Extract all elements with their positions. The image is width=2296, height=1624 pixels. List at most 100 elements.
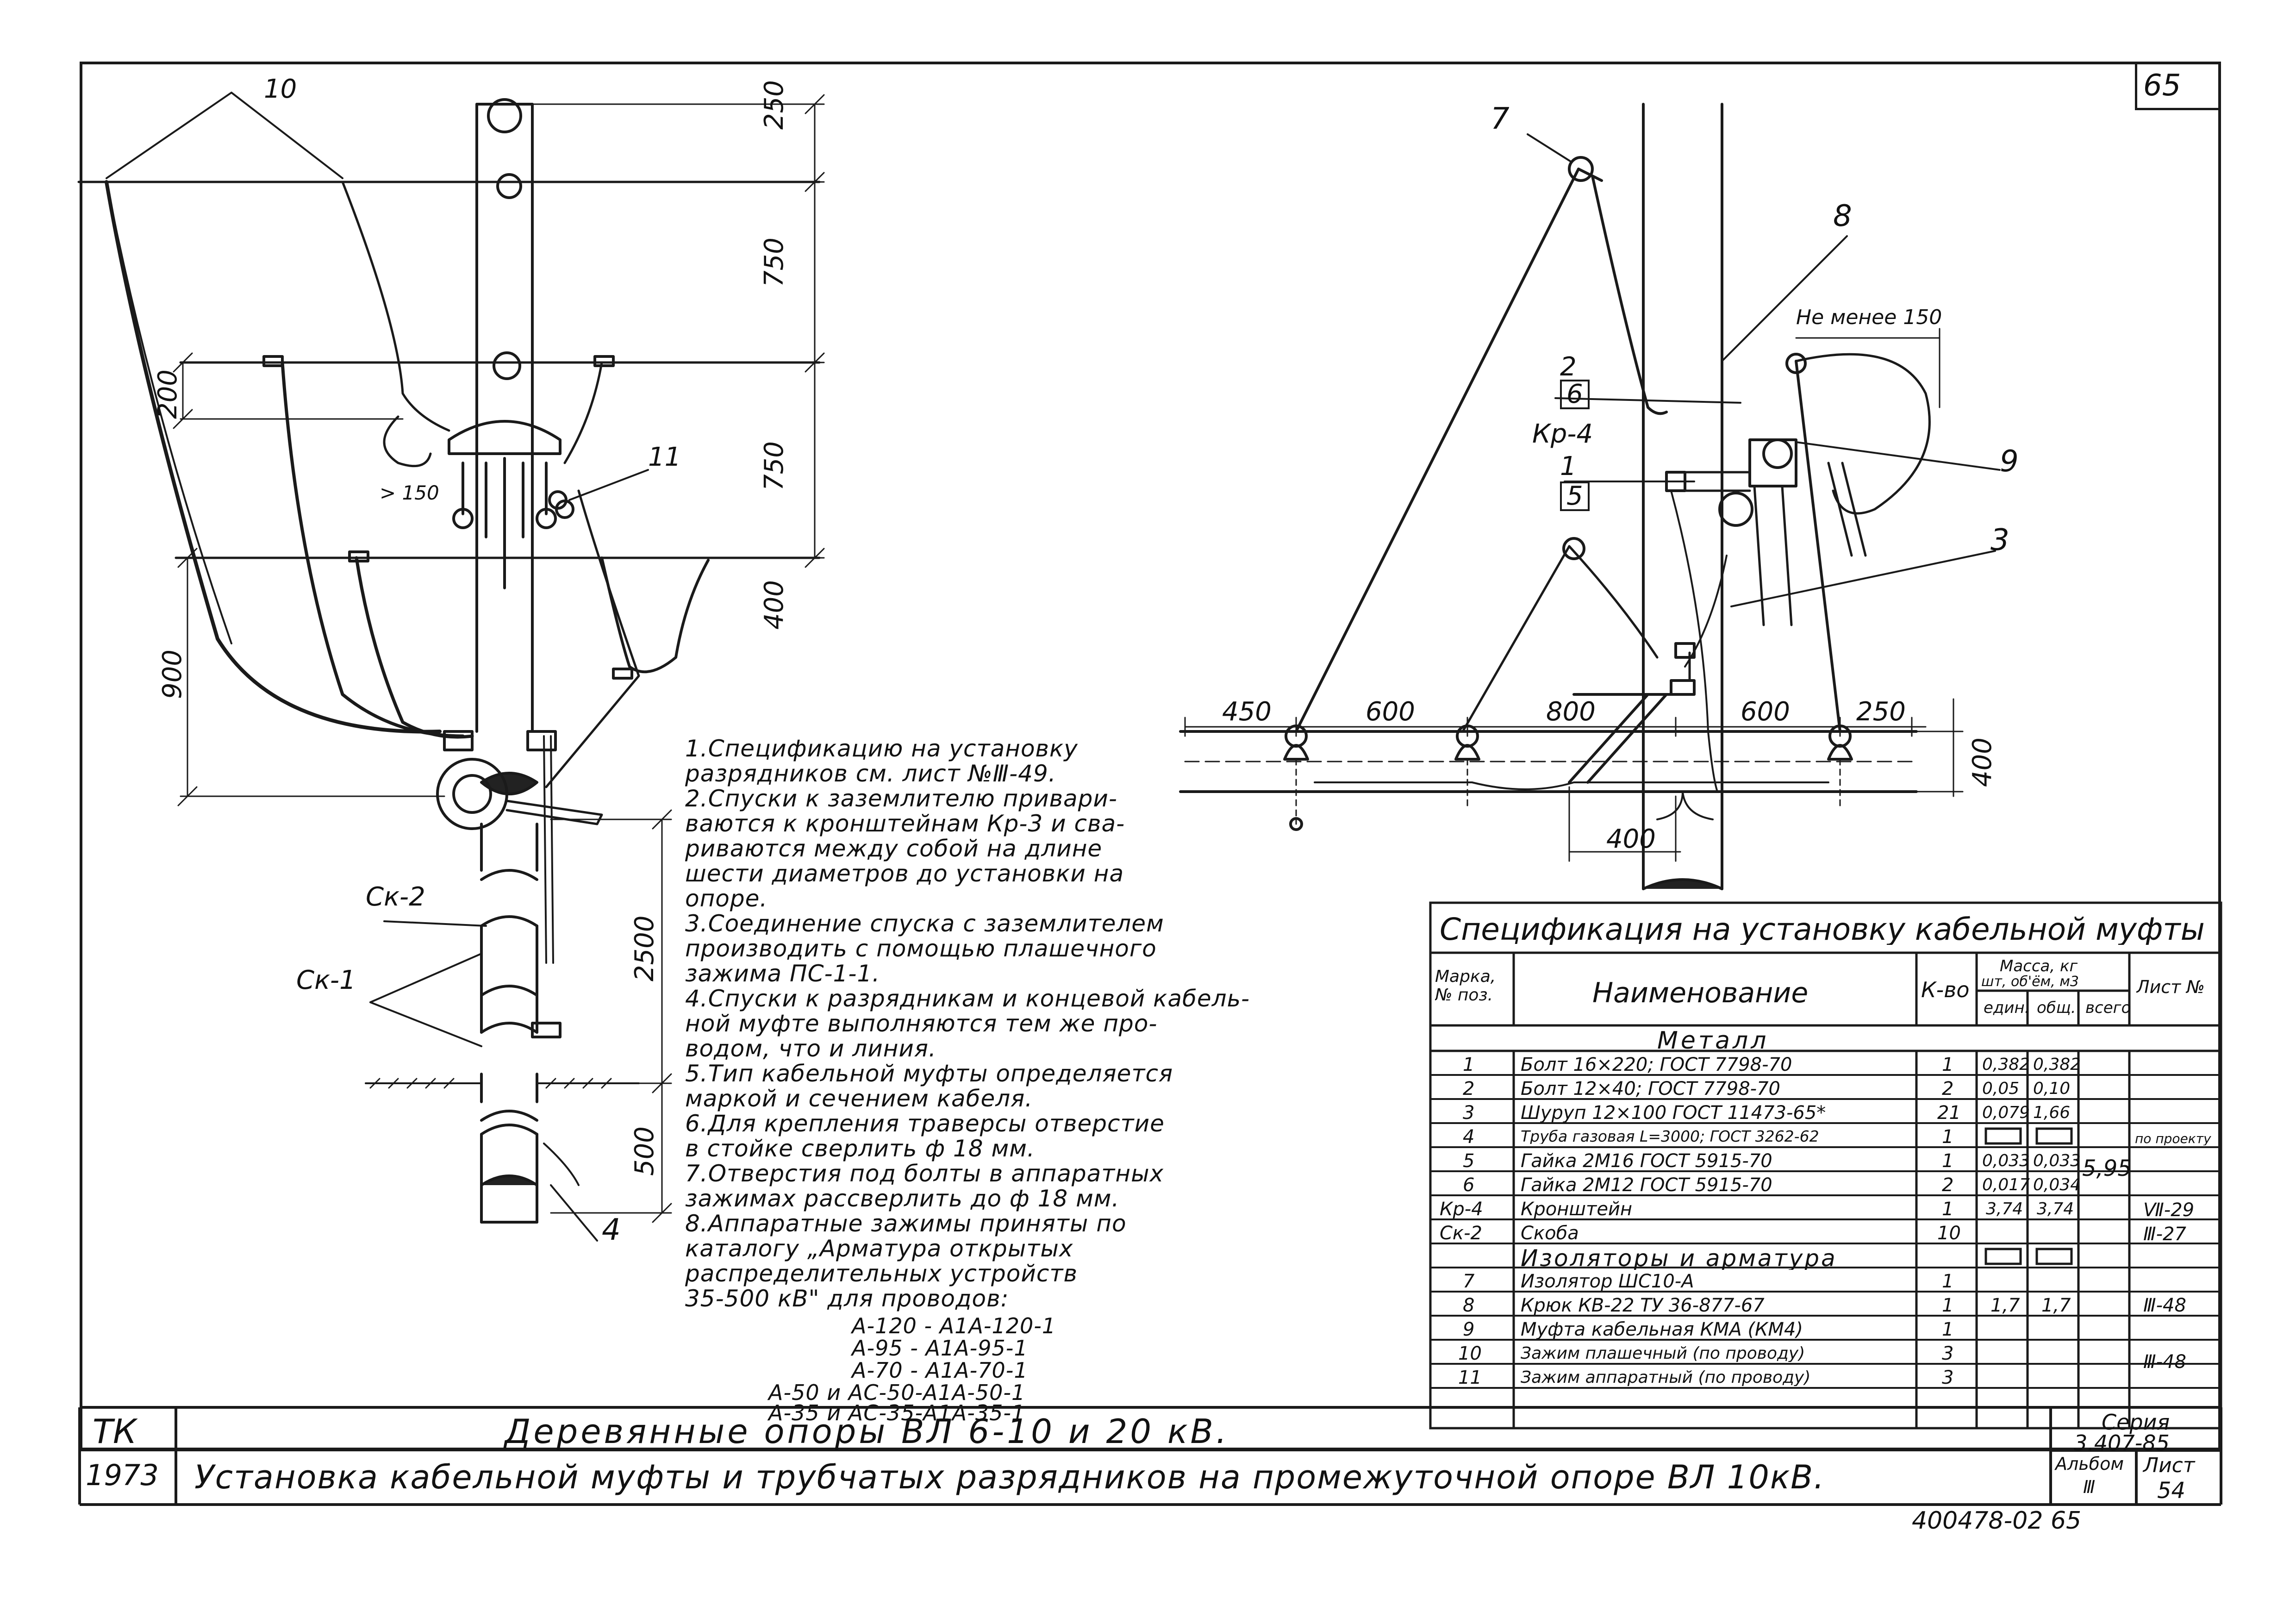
title-org: ТК [93, 1412, 137, 1451]
right-label-2: 2 [1560, 352, 1577, 382]
spec-cell-name: Скоба [1521, 1224, 1579, 1243]
spec-header-mass-sub: шт, об'ём, м3 [1981, 975, 2079, 989]
spec-header-unit: един. [1984, 1000, 2030, 1016]
title-series-label: Серия [2102, 1410, 2170, 1435]
spec-cell-total: 0,033 [2033, 1153, 2081, 1169]
left-label-gap: > 150 [380, 481, 439, 504]
spec-cell-qty: 10 [1937, 1224, 1961, 1243]
dim-400-horizontal: 400 [1606, 824, 1656, 854]
spec-cell-unit: 1,7 [1990, 1296, 2020, 1315]
right-pole [1642, 103, 1723, 890]
note-line: 8.Аппаратные зажимы приняты по [685, 1210, 1127, 1237]
left-label-bracket-sk1: Ск-1 [296, 965, 356, 995]
note-line: 7.Отверстия под болты в аппаратных [685, 1160, 1164, 1187]
title-sheet-value: 54 [2157, 1478, 2186, 1504]
spec-cell-mark: Ск-2 [1440, 1224, 1482, 1243]
spec-cell-qty: 1 [1942, 1272, 1954, 1291]
note-line: каталогу „Арматура открытых [685, 1235, 1073, 1262]
title-year: 1973 [86, 1458, 159, 1492]
note-line: водом, что и линия. [685, 1035, 936, 1062]
spec-cell-unit: 0,382 [1982, 1056, 2030, 1073]
left-label-bracket-sk2: Ск-2 [366, 882, 425, 912]
dim-250-right: 250 [1856, 697, 1906, 727]
note-line: шести диаметров до установки на [685, 860, 1124, 887]
spec-cell-unit: 0,079 [1982, 1105, 2030, 1121]
spec-cell-qty: 2 [1942, 1080, 1954, 1098]
note-line: 1.Спецификацию на установку [685, 735, 1078, 762]
note-line: 6.Для крепления траверсы отверстие [685, 1110, 1165, 1137]
right-label-5: 5 [1560, 481, 1590, 511]
spec-cell-qty: 1 [1942, 1152, 1954, 1170]
spec-cell-qty: 1 [1942, 1296, 1954, 1315]
spec-cell-qty: 3 [1942, 1368, 1954, 1387]
spec-cell-mark: 10 [1458, 1344, 1482, 1363]
spec-sum-value: 5,95 [2082, 1157, 2132, 1180]
spec-cell-qty: 1 [1942, 1056, 1954, 1074]
spec-cell-qty: 2 [1942, 1176, 1954, 1194]
left-pole-lower [480, 823, 538, 1224]
spec-cell-name: Муфта кабельная КМА (КМ4) [1521, 1320, 1803, 1339]
spec-cell-name: Труба газовая L=3000; ГОСТ 3262-62 [1521, 1129, 1819, 1144]
right-label-9: 9 [2000, 444, 2019, 479]
footer-code: 400478-02 65 [1912, 1507, 2082, 1535]
spec-cell-mark: 1 [1463, 1056, 1475, 1074]
spec-cell-total: 3,74 [2037, 1201, 2074, 1218]
note-line: в стойке сверлить ф 18 мм. [685, 1135, 1035, 1162]
left-label-clamp: 10 [264, 74, 297, 104]
wire-list-item: А-120 - А1А-120-1 [852, 1313, 1056, 1338]
spec-cell-name: Шуруп 12×100 ГОСТ 11473-65* [1521, 1104, 1826, 1122]
note-line: 4.Спуски к разрядникам и концевой кабель… [685, 985, 1250, 1012]
note-line: 5.Тип кабельной муфты определяется [685, 1060, 1173, 1087]
spec-cell-total: 1,7 [2041, 1296, 2071, 1315]
spec-cell-sheet: Ⅲ-48 [2143, 1353, 2186, 1371]
note-line: ной муфте выполняются тем же про- [685, 1010, 1158, 1037]
sheet-number: 65 [2143, 69, 2181, 103]
dim-600-right: 600 [1741, 697, 1790, 727]
spec-cell-mark: Кр-4 [1440, 1200, 1483, 1218]
right-label-6: 6 [1560, 380, 1590, 409]
spec-cell-name: Гайка 2М12 ГОСТ 5915-70 [1521, 1176, 1772, 1194]
note-line: производить с помощью плашечного [685, 935, 1157, 962]
sheet-number-box [2135, 62, 2221, 110]
right-label-3: 3 [1990, 523, 2009, 557]
spec-cell-mark: 3 [1463, 1104, 1475, 1122]
spec-header-sheet: Лист № [2136, 977, 2205, 997]
right-label-8: 8 [1833, 199, 1852, 233]
spec-cell-mark: 5 [1463, 1152, 1475, 1170]
spec-cell-sheet: Ⅲ-48 [2143, 1296, 2186, 1315]
right-label-7: 7 [1491, 102, 1510, 136]
note-line: маркой и сечением кабеля. [685, 1085, 1033, 1112]
spec-cell-sheet: по проекту [2135, 1132, 2211, 1145]
spec-header-sum: всего [2085, 1000, 2131, 1016]
spec-cell-unit: 0,017 [1982, 1177, 2030, 1193]
spec-cell-qty: 21 [1937, 1104, 1961, 1122]
spec-cell-qty: 3 [1942, 1344, 1954, 1363]
spec-cell-total: 0,382 [2033, 1056, 2081, 1073]
title-album-label: Альбом [2055, 1454, 2124, 1474]
spec-section-insulators: Изоляторы и арматура [1521, 1247, 1837, 1270]
wire-list-item: А-50 и АС-50-А1А-50-1 [768, 1380, 1026, 1405]
spec-cell-name: Кронштейн [1521, 1200, 1633, 1218]
note-line: распределительных устройств [685, 1260, 1078, 1287]
spec-cell-total: 0,10 [2033, 1081, 2071, 1097]
cable-sleeve [448, 420, 562, 455]
wire-list-item: А-35 и АС-35-А1А-35-1 [768, 1400, 1026, 1425]
crossarm-insulators [1283, 725, 1853, 761]
left-label-pipe: 4 [602, 1213, 621, 1247]
spec-cell-name: Изолятор ШС10-А [1521, 1272, 1694, 1291]
left-label-apparatus-clamp: 11 [648, 442, 681, 472]
note-line: 35-500 кВ" для проводов: [685, 1285, 1009, 1312]
left-pole [475, 103, 534, 733]
crossarm [1179, 730, 1918, 793]
spec-cell-name: Болт 16×220; ГОСТ 7798-70 [1521, 1056, 1792, 1074]
sheet-frame [80, 62, 2221, 1450]
right-label-min150: Не менее 150 [1796, 306, 1942, 329]
spec-cell-total: 1,66 [2033, 1105, 2071, 1121]
title-subtitle: Установка кабельной муфты и трубчатых ра… [194, 1458, 1825, 1496]
spec-cell-name: Зажим плашечный (по проводу) [1521, 1345, 1805, 1362]
title-main: Деревянные опоры ВЛ 6-10 и 20 кВ. [505, 1412, 1229, 1451]
spec-cell-mark: 6 [1463, 1176, 1475, 1194]
wire-list-item: А-70 - А1А-70-1 [852, 1358, 1028, 1383]
spec-cell-unit: 0,05 [1982, 1081, 2020, 1097]
